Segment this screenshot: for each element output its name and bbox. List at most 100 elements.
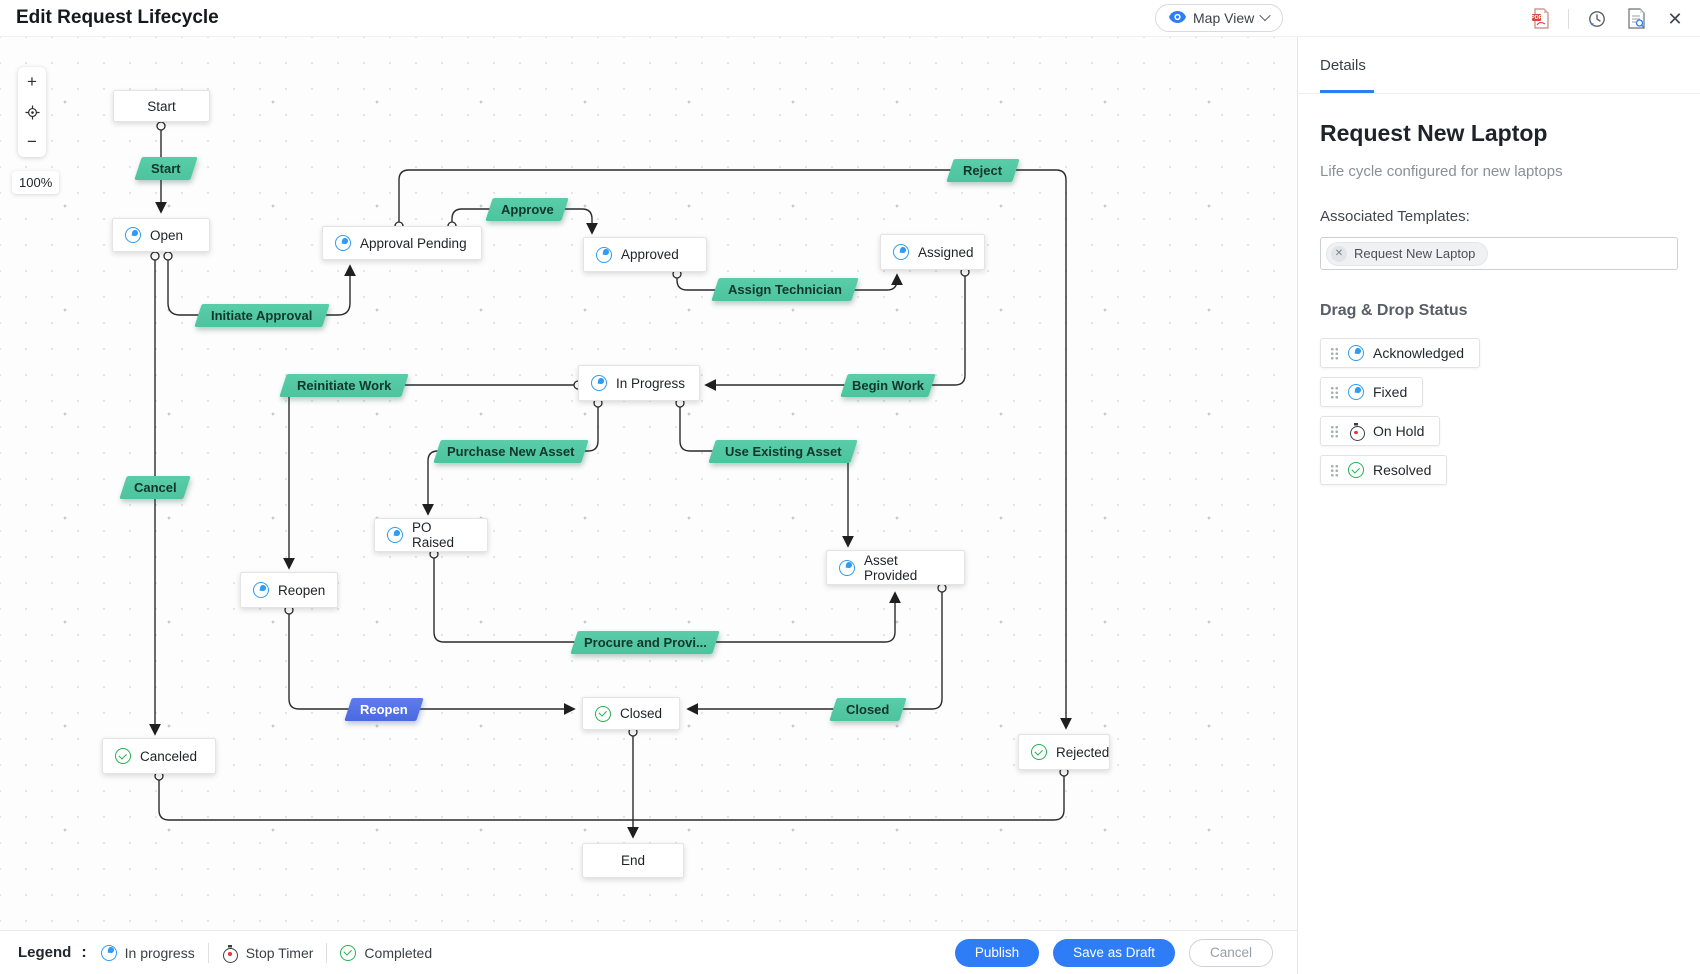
draggable-status-acknowledged[interactable]: Acknowledged (1320, 338, 1481, 368)
remove-tag-icon[interactable]: ✕ (1331, 245, 1347, 262)
state-node-asset-provided[interactable]: Asset Provided (826, 550, 965, 585)
zoom-in-button[interactable]: + (18, 67, 46, 97)
pdf-export-icon[interactable]: PDF (1529, 8, 1551, 30)
in-progress-icon (596, 246, 612, 263)
legend-divider (326, 942, 328, 963)
in-progress-icon (335, 235, 351, 251)
transition-label-t-reopen[interactable]: Reopen (344, 697, 424, 721)
state-node-assigned[interactable]: Assigned (880, 234, 985, 270)
drag-handle-icon[interactable] (1330, 424, 1339, 438)
completed-icon (1031, 744, 1047, 760)
template-tag[interactable]: ✕ Request New Laptop (1326, 241, 1489, 266)
map-view-selector[interactable]: Map View (1155, 4, 1284, 32)
center-view-button[interactable] (18, 97, 46, 127)
state-node-rejected[interactable]: Rejected (1018, 734, 1110, 770)
transition-text: Reinitiate Work (296, 377, 392, 393)
transition-label-t-closed[interactable]: Closed (829, 697, 907, 721)
associated-templates-input[interactable]: ✕ Request New Laptop (1320, 237, 1678, 270)
state-node-label: Assigned (918, 244, 974, 260)
stop-timer-icon (221, 944, 239, 963)
preview-search-icon[interactable] (1625, 8, 1647, 30)
state-node-label: Approved (621, 247, 679, 262)
save-as-draft-button[interactable]: Save as Draft (1053, 938, 1175, 967)
transition-label-t-reject[interactable]: Reject (946, 158, 1020, 182)
legend-item-completed: Completed (340, 944, 433, 961)
state-node-reopen[interactable]: Reopen (240, 572, 338, 608)
legend-item-in-progress: In progress (100, 944, 195, 961)
tab-details[interactable]: Details (1320, 37, 1374, 93)
state-node-approval-pending[interactable]: Approval Pending (322, 226, 482, 260)
transition-label-t-start[interactable]: Start (134, 156, 198, 180)
state-node-label: Approval Pending (360, 235, 467, 251)
transition-label-t-purchase-new-asset[interactable]: Purchase New Asset (433, 439, 589, 463)
edge-rejected-end (633, 774, 1065, 821)
history-icon[interactable] (1586, 8, 1608, 30)
associated-templates-label: Associated Templates: (1320, 208, 1470, 225)
transition-text: Assign Technician (728, 281, 842, 297)
drag-handle-icon[interactable] (1330, 385, 1339, 399)
draggable-status-resolved[interactable]: Resolved (1320, 455, 1448, 485)
drag-handle-icon[interactable] (1330, 346, 1339, 360)
edge-in-progress-asset-provided (679, 403, 854, 548)
sidebar-tabs: Details (1298, 37, 1700, 94)
completed-icon (1348, 462, 1364, 478)
state-node-open[interactable]: Open (112, 218, 210, 252)
state-node-label: Canceled (140, 748, 198, 764)
state-node-canceled[interactable]: Canceled (102, 738, 216, 774)
transition-label-t-cancel[interactable]: Cancel (119, 475, 191, 499)
cancel-button[interactable]: Cancel (1188, 938, 1273, 967)
legend-label: Legend (18, 944, 72, 961)
details-sidebar: Details Request New Laptop Life cycle co… (1297, 37, 1700, 974)
transition-label-t-procure[interactable]: Procure and Provi... (570, 630, 720, 654)
state-node-label: Start (147, 98, 176, 114)
in-progress-icon (1348, 345, 1364, 361)
state-node-end[interactable]: End (582, 843, 684, 878)
transition-text: Closed (846, 701, 890, 717)
zoom-level: 100% (12, 171, 60, 194)
drag-handle-icon[interactable] (1330, 463, 1339, 477)
in-progress-icon (253, 582, 269, 598)
legend-divider (207, 942, 209, 963)
edge-assigned-in-progress (704, 274, 966, 391)
transition-text: Procure and Provi... (583, 634, 707, 650)
template-tag-label: Request New Laptop (1354, 246, 1476, 261)
in-progress-icon (591, 375, 607, 391)
edge-asset-provided-closed (686, 590, 943, 715)
draggable-status-on-hold[interactable]: On Hold (1320, 416, 1441, 446)
state-node-approved[interactable]: Approved (583, 237, 707, 272)
state-node-po-raised[interactable]: PO Raised (374, 518, 488, 552)
transition-text: Approve (500, 201, 554, 217)
transition-label-t-assign-technician[interactable]: Assign Technician (711, 277, 859, 301)
draggable-status-fixed[interactable]: Fixed (1320, 377, 1424, 407)
transition-label-t-reinitiate-work[interactable]: Reinitiate Work (279, 373, 409, 397)
zoom-out-button[interactable]: − (18, 127, 46, 157)
transition-text: Start (151, 160, 181, 176)
completed-icon (115, 748, 131, 764)
close-icon[interactable]: ✕ (1667, 8, 1683, 29)
svg-text:PDF: PDF (1531, 15, 1542, 21)
state-node-label: End (620, 853, 646, 868)
state-node-closed[interactable]: Closed (582, 697, 680, 730)
map-view-label: Map View (1193, 10, 1255, 26)
lifecycle-subtitle: Life cycle configured for new laptops (1320, 163, 1563, 180)
header-divider (1568, 8, 1569, 29)
stop-timer-icon (1348, 423, 1365, 441)
header-actions: PDF ✕ (1529, 0, 1686, 37)
status-label: Acknowledged (1373, 345, 1465, 361)
transition-label-t-use-existing-asset[interactable]: Use Existing Asset (708, 439, 858, 463)
state-node-label: Reopen (278, 582, 326, 598)
legend-item-label: Completed (364, 944, 433, 961)
footer-buttons: Publish Save as Draft Cancel (954, 938, 1273, 967)
edge-reopen-closed (288, 612, 576, 715)
legend-separator: : (81, 943, 87, 961)
publish-button[interactable]: Publish (954, 938, 1040, 967)
in-progress-icon (893, 244, 909, 260)
transition-label-t-initiate-approval[interactable]: Initiate Approval (194, 303, 330, 327)
state-node-start[interactable]: Start (113, 90, 210, 122)
state-node-in-progress[interactable]: In Progress (578, 365, 700, 401)
transition-label-t-begin-work[interactable]: Begin Work (840, 373, 936, 397)
transition-text: Begin Work (852, 377, 924, 393)
transition-label-t-approve[interactable]: Approve (485, 197, 569, 221)
